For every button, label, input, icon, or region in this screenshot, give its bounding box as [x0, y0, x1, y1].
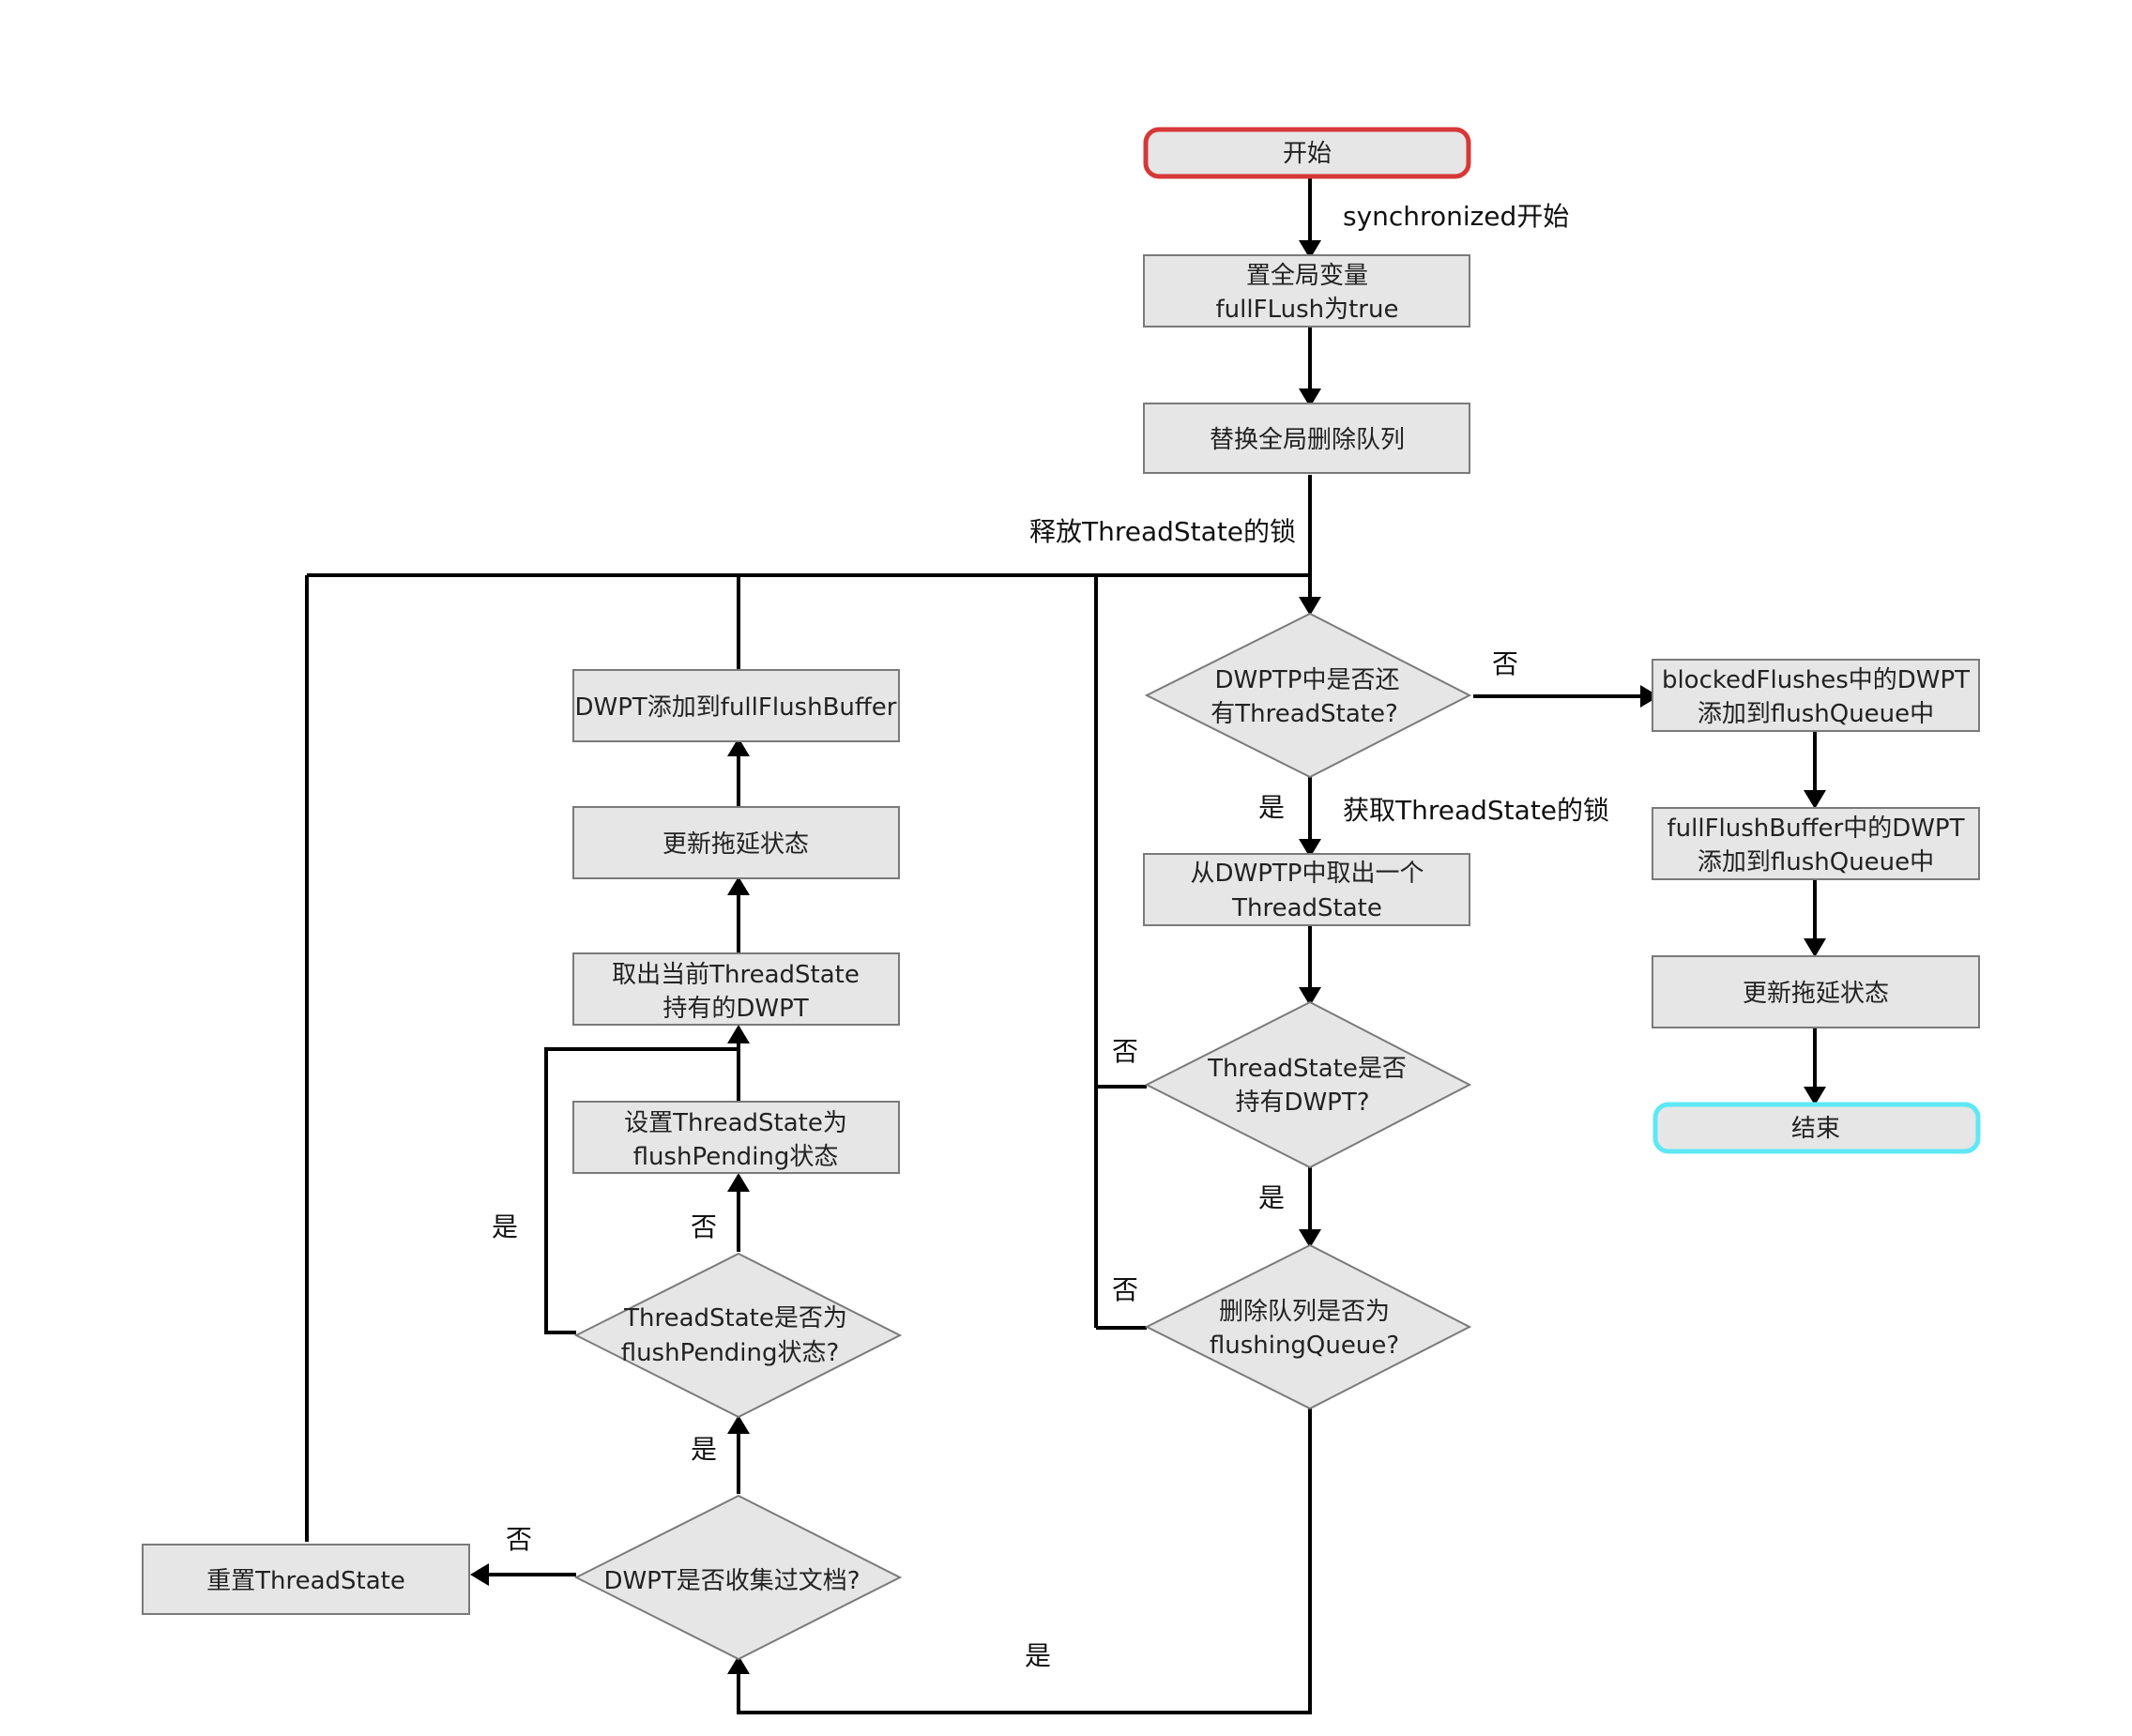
arrowhead	[1804, 1087, 1826, 1105]
update-stall-right-label: 更新拖延状态	[1743, 980, 1889, 1008]
end-terminal	[1652, 1102, 1981, 1154]
process-box	[1143, 254, 1470, 327]
arrowhead	[1299, 388, 1321, 407]
blocked-to-queue-node: blockedFlushes中的DWPT 添加到flushQueue中	[1652, 659, 1980, 732]
flushing-no-label: 否	[1112, 1274, 1138, 1305]
edge-pending-yes	[544, 1047, 739, 1334]
reset-thread-state-label: 重置ThreadState	[206, 1567, 405, 1595]
arrowhead	[727, 876, 750, 895]
arrowhead	[727, 1655, 750, 1674]
buffer-to-queue-line2: 添加到flushQueue中	[1698, 848, 1934, 876]
is-flushing-queue-decision: 删除队列是否为 flushingQueue?	[1144, 1243, 1472, 1410]
end-label: 结束	[1791, 1115, 1840, 1143]
set-flush-pending-line1: 设置ThreadState为	[624, 1109, 847, 1137]
has-state-yes-label: 是	[1258, 792, 1285, 823]
process-box	[572, 669, 900, 742]
is-flush-pending-line2: flushPending状态?	[621, 1339, 840, 1367]
take-thread-state-line1: 从DWPTP中取出一个	[1191, 860, 1424, 888]
end-node: 结束	[1652, 1102, 1981, 1154]
holds-dwpt-line1: ThreadState是否	[1207, 1055, 1407, 1083]
arrowhead	[470, 1563, 489, 1586]
process-box	[1652, 955, 1980, 1028]
add-to-full-flush-buffer-node: DWPT添加到fullFlushBuffer	[572, 669, 900, 742]
pending-no-label: 否	[691, 1211, 717, 1242]
process-box	[142, 1544, 470, 1615]
reset-thread-state-node: 重置ThreadState	[142, 1544, 470, 1615]
arrowhead	[1804, 938, 1826, 957]
set-full-flush-line1: 置全局变量	[1246, 262, 1368, 290]
decision-diamond	[1144, 612, 1472, 779]
blocked-to-queue-line1: blockedFlushes中的DWPT	[1662, 666, 1970, 694]
take-current-dwpt-node: 取出当前ThreadState 持有的DWPT	[572, 952, 900, 1026]
buffer-to-queue-node: fullFlushBuffer中的DWPT 添加到flushQueue中	[1652, 807, 1980, 880]
set-flush-pending-line2: flushPending状态	[633, 1143, 839, 1171]
is-flush-pending-line1: ThreadState是否为	[623, 1304, 847, 1332]
holds-dwpt-line2: 持有DWPT?	[1235, 1089, 1369, 1117]
dwpt-collected-docs-label: DWPT是否收集过文档?	[603, 1567, 860, 1595]
process-box	[1652, 807, 1980, 880]
collected-yes-label: 是	[691, 1434, 717, 1465]
collected-no-label: 否	[506, 1524, 532, 1555]
acquire-lock-label: 获取ThreadState的锁	[1343, 795, 1609, 826]
has-thread-state-line1: DWPTP中是否还	[1215, 666, 1400, 694]
release-lock-label: 释放ThreadState的锁	[1029, 516, 1296, 547]
decision-diamond	[573, 1494, 903, 1661]
edge-labels: synchronized开始 释放ThreadState的锁 获取ThreadS…	[492, 201, 1609, 1671]
process-box	[572, 806, 900, 879]
arrowhead	[727, 738, 750, 756]
arrowhead	[727, 1173, 750, 1192]
edges	[305, 176, 1826, 1714]
pending-yes-label: 是	[492, 1211, 518, 1242]
start-terminal	[1143, 127, 1471, 179]
add-to-full-flush-buffer-label: DWPT添加到fullFlushBuffer	[575, 693, 897, 722]
arrowhead	[1299, 1229, 1321, 1248]
has-state-no-label: 否	[1492, 648, 1518, 679]
sync-start-label: synchronized开始	[1343, 201, 1569, 232]
process-box	[1652, 659, 1980, 732]
holds-dwpt-decision: ThreadState是否 持有DWPT?	[1144, 1000, 1472, 1169]
take-current-dwpt-line2: 持有的DWPT	[662, 995, 808, 1023]
arrowhead	[1804, 790, 1826, 809]
update-stall-left-node: 更新拖延状态	[572, 806, 900, 879]
set-flush-pending-node: 设置ThreadState为 flushPending状态	[572, 1101, 900, 1174]
update-stall-right-node: 更新拖延状态	[1652, 955, 1980, 1028]
holds-dwpt-no-label: 否	[1112, 1036, 1138, 1067]
holds-dwpt-yes-label: 是	[1258, 1182, 1285, 1213]
dwpt-collected-docs-decision: DWPT是否收集过文档?	[573, 1494, 903, 1661]
set-full-flush-line2: fullFLush为true	[1216, 296, 1399, 324]
arrowhead	[727, 1025, 750, 1043]
swap-delete-queue-label: 替换全局删除队列	[1210, 426, 1405, 454]
decision-diamond	[1144, 1000, 1472, 1169]
is-flushing-queue-line2: flushingQueue?	[1210, 1332, 1399, 1360]
has-thread-state-decision: DWPTP中是否还 有ThreadState?	[1144, 612, 1472, 779]
process-box	[1143, 403, 1470, 474]
arrowhead	[1640, 685, 1659, 708]
is-flush-pending-decision: ThreadState是否为 flushPending状态?	[573, 1252, 903, 1419]
take-current-dwpt-line1: 取出当前ThreadState	[612, 961, 860, 989]
start-node: 开始	[1143, 127, 1471, 179]
process-box	[1143, 853, 1470, 926]
blocked-to-queue-line2: 添加到flushQueue中	[1698, 700, 1934, 728]
edge-flushing-yes	[737, 1409, 1312, 1714]
flushing-yes-label: 是	[1025, 1640, 1051, 1671]
arrowhead	[1299, 987, 1321, 1006]
arrowhead	[727, 1415, 750, 1434]
process-box	[572, 1101, 900, 1174]
take-thread-state-node: 从DWPTP中取出一个 ThreadState	[1143, 853, 1470, 926]
decision-diamond	[573, 1252, 903, 1419]
swap-delete-queue-node: 替换全局删除队列	[1143, 403, 1470, 474]
set-full-flush-node: 置全局变量 fullFLush为true	[1143, 254, 1470, 327]
arrowhead	[1299, 240, 1321, 259]
is-flushing-queue-line1: 删除队列是否为	[1219, 1298, 1390, 1326]
arrowhead	[1299, 597, 1321, 616]
update-stall-left-label: 更新拖延状态	[662, 830, 809, 859]
take-thread-state-line2: ThreadState	[1231, 894, 1382, 922]
decision-diamond	[1144, 1243, 1472, 1410]
buffer-to-queue-line1: fullFlushBuffer中的DWPT	[1668, 815, 1965, 843]
process-box	[572, 952, 900, 1026]
arrowhead	[1299, 839, 1321, 858]
has-thread-state-line2: 有ThreadState?	[1211, 700, 1398, 728]
start-label: 开始	[1283, 140, 1332, 168]
